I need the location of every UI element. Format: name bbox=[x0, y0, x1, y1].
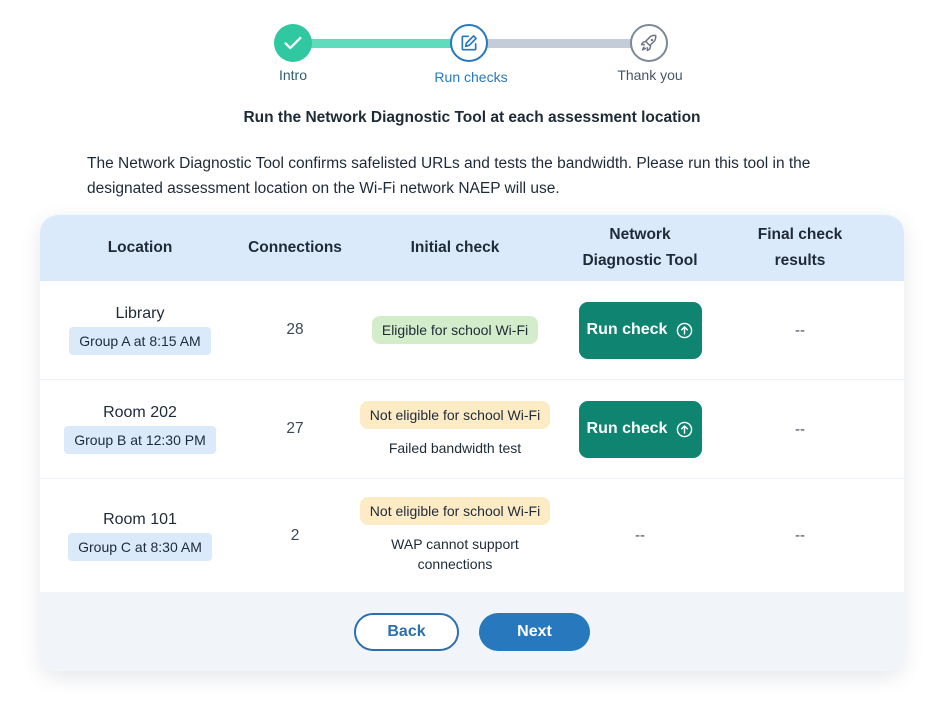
header-connections: Connections bbox=[248, 239, 342, 256]
header-network-diagnostic-tool: Network Diagnostic Tool bbox=[560, 215, 720, 281]
ndt-cell: Run check bbox=[560, 380, 720, 478]
run-check-button[interactable]: Run check bbox=[578, 400, 702, 458]
final-results-cell: -- bbox=[730, 281, 870, 379]
run-check-button[interactable]: Run check bbox=[578, 301, 702, 359]
check-icon bbox=[284, 36, 302, 50]
final-results-value: -- bbox=[795, 420, 805, 438]
location-name: Room 202 bbox=[103, 404, 177, 421]
rocket-icon bbox=[640, 34, 657, 52]
header-location: Location bbox=[107, 239, 173, 256]
initial-check-cell: Eligible for school Wi-Fi bbox=[355, 281, 555, 379]
location-name: Library bbox=[115, 305, 165, 322]
initial-check-cell: Not eligible for school Wi-Fi WAP cannot… bbox=[355, 479, 555, 592]
header-final-line2: results bbox=[774, 252, 826, 269]
ndt-cell: -- bbox=[560, 479, 720, 592]
stepper-track-complete bbox=[300, 39, 460, 48]
table-row: Room 101 Group C at 8:30 AM 2 Not eligib… bbox=[40, 479, 904, 592]
table-header: Location Connections Initial check Netwo… bbox=[40, 215, 904, 281]
arrow-up-circle-icon bbox=[677, 421, 693, 437]
initial-check-cell: Not eligible for school Wi-Fi Failed ban… bbox=[355, 380, 555, 478]
step-label-thank-you: Thank you bbox=[617, 67, 683, 83]
stepper-track-upcoming bbox=[480, 39, 650, 48]
location-name: Room 101 bbox=[103, 510, 177, 528]
location-cell: Library Group A at 8:15 AM bbox=[40, 281, 240, 379]
intro-text: The Network Diagnostic Tool confirms saf… bbox=[87, 155, 811, 197]
table-row: Library Group A at 8:15 AM 28 Eligible f… bbox=[40, 281, 904, 380]
final-results-value: -- bbox=[795, 321, 805, 339]
back-button[interactable]: Back bbox=[354, 613, 459, 651]
final-results-value: -- bbox=[795, 527, 805, 544]
progress-stepper: Intro Run checks Thank you bbox=[0, 0, 944, 100]
header-final-line1: Final check bbox=[757, 226, 843, 243]
connections-count: 27 bbox=[286, 420, 304, 437]
location-cell: Room 202 Group B at 12:30 PM bbox=[40, 380, 240, 478]
run-check-label: Run check bbox=[586, 420, 668, 437]
step-intro-circle[interactable] bbox=[274, 24, 312, 62]
table-row: Room 202 Group B at 12:30 PM 27 Not elig… bbox=[40, 380, 904, 479]
step-label-run-checks: Run checks bbox=[434, 69, 508, 85]
connections-cell: 28 bbox=[235, 281, 355, 379]
header-ndt-line2: Diagnostic Tool bbox=[582, 252, 698, 269]
status-detail: WAP cannot support connections bbox=[391, 536, 519, 572]
connections-count: 28 bbox=[286, 321, 304, 338]
status-detail: Failed bandwidth test bbox=[388, 439, 522, 456]
header-ndt-line1: Network bbox=[609, 226, 671, 243]
connections-count: 2 bbox=[290, 526, 300, 544]
status-badge: Eligible for school Wi-Fi bbox=[371, 316, 539, 344]
arrow-up-circle-icon bbox=[677, 322, 693, 338]
run-check-label: Run check bbox=[586, 321, 668, 338]
location-cell: Room 101 Group C at 8:30 AM bbox=[40, 479, 240, 592]
locations-card: Location Connections Initial check Netwo… bbox=[40, 215, 904, 671]
header-initial-check: Initial check bbox=[410, 239, 500, 256]
step-thank-you-circle[interactable] bbox=[630, 24, 668, 62]
group-badge: Group B at 12:30 PM bbox=[64, 426, 216, 454]
group-badge: Group A at 8:15 AM bbox=[69, 327, 211, 355]
edit-icon bbox=[461, 35, 477, 51]
final-results-cell: -- bbox=[730, 380, 870, 478]
step-label-intro: Intro bbox=[278, 67, 307, 83]
page-heading: Run the Network Diagnostic Tool at each … bbox=[243, 109, 701, 126]
step-run-checks-circle[interactable] bbox=[450, 24, 488, 62]
status-badge: Not eligible for school Wi-Fi bbox=[359, 497, 551, 525]
next-button[interactable]: Next bbox=[479, 613, 590, 651]
ndt-value: -- bbox=[635, 527, 645, 544]
header-final-check-results: Final check results bbox=[730, 215, 870, 281]
status-badge: Not eligible for school Wi-Fi bbox=[359, 400, 551, 429]
group-badge: Group C at 8:30 AM bbox=[68, 532, 212, 561]
connections-cell: 27 bbox=[235, 380, 355, 478]
card-footer: Back Next bbox=[40, 592, 904, 671]
final-results-cell: -- bbox=[730, 479, 870, 592]
connections-cell: 2 bbox=[235, 479, 355, 592]
ndt-cell: Run check bbox=[560, 281, 720, 379]
